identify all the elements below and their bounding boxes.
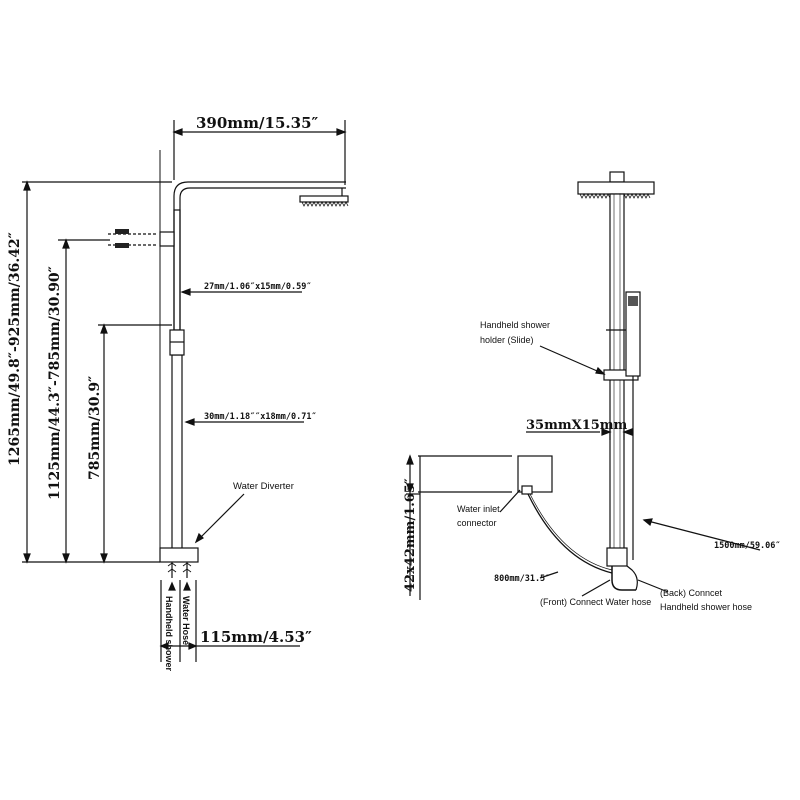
water-hose-label: Water Hose <box>181 596 191 645</box>
handheld-shower-label: Handheld shower <box>164 596 174 672</box>
holder-label-line2: holder (Slide) <box>480 335 534 345</box>
side-view <box>22 120 349 662</box>
front-view <box>406 171 761 600</box>
hose-1500-label: 1500mm/59.06″ <box>714 541 781 551</box>
front-view-labels: Handheld shower holder (Slide) 35mmX15mm… <box>403 320 781 612</box>
inlet-label-line2: connector <box>457 518 497 528</box>
inlet-spacing-label: 115mm/4.53″ <box>200 628 312 646</box>
slide-height-label: 785mm/30.9″ <box>87 376 103 480</box>
inlet-label-line1: Water inlet <box>457 504 500 514</box>
hose-800-label: 800mm/31.5″ <box>494 574 550 584</box>
water-diverter-label: Water Diverter <box>233 481 294 492</box>
connector-size-label: 42x42mm/1.65″ <box>403 478 418 592</box>
top-width-label: 390mm/15.35″ <box>196 114 319 132</box>
total-height-label: 1265mm/49.8″-925mm/36.42″ <box>7 232 23 466</box>
upper-tube-label: 27mm/1.06″x15mm/0.59″ <box>204 282 311 292</box>
back-connect-line2: Handheld shower hose <box>660 602 752 612</box>
lower-tube-label: 30mm/1.18″″x18mm/0.71″ <box>204 412 317 422</box>
side-view-labels: 390mm/15.35″ 1265mm/49.8″-925mm/36.42″ 1… <box>7 114 319 672</box>
diverter-height-label: 1125mm/44.3″-785mm/30.90″ <box>47 266 63 500</box>
front-connect-label: (Front) Connect Water hose <box>540 597 651 607</box>
rail-size-label: 35mmX15mm <box>526 418 628 433</box>
holder-label-line1: Handheld shower <box>480 320 550 330</box>
back-connect-line1: (Back) Conncet <box>660 588 723 598</box>
